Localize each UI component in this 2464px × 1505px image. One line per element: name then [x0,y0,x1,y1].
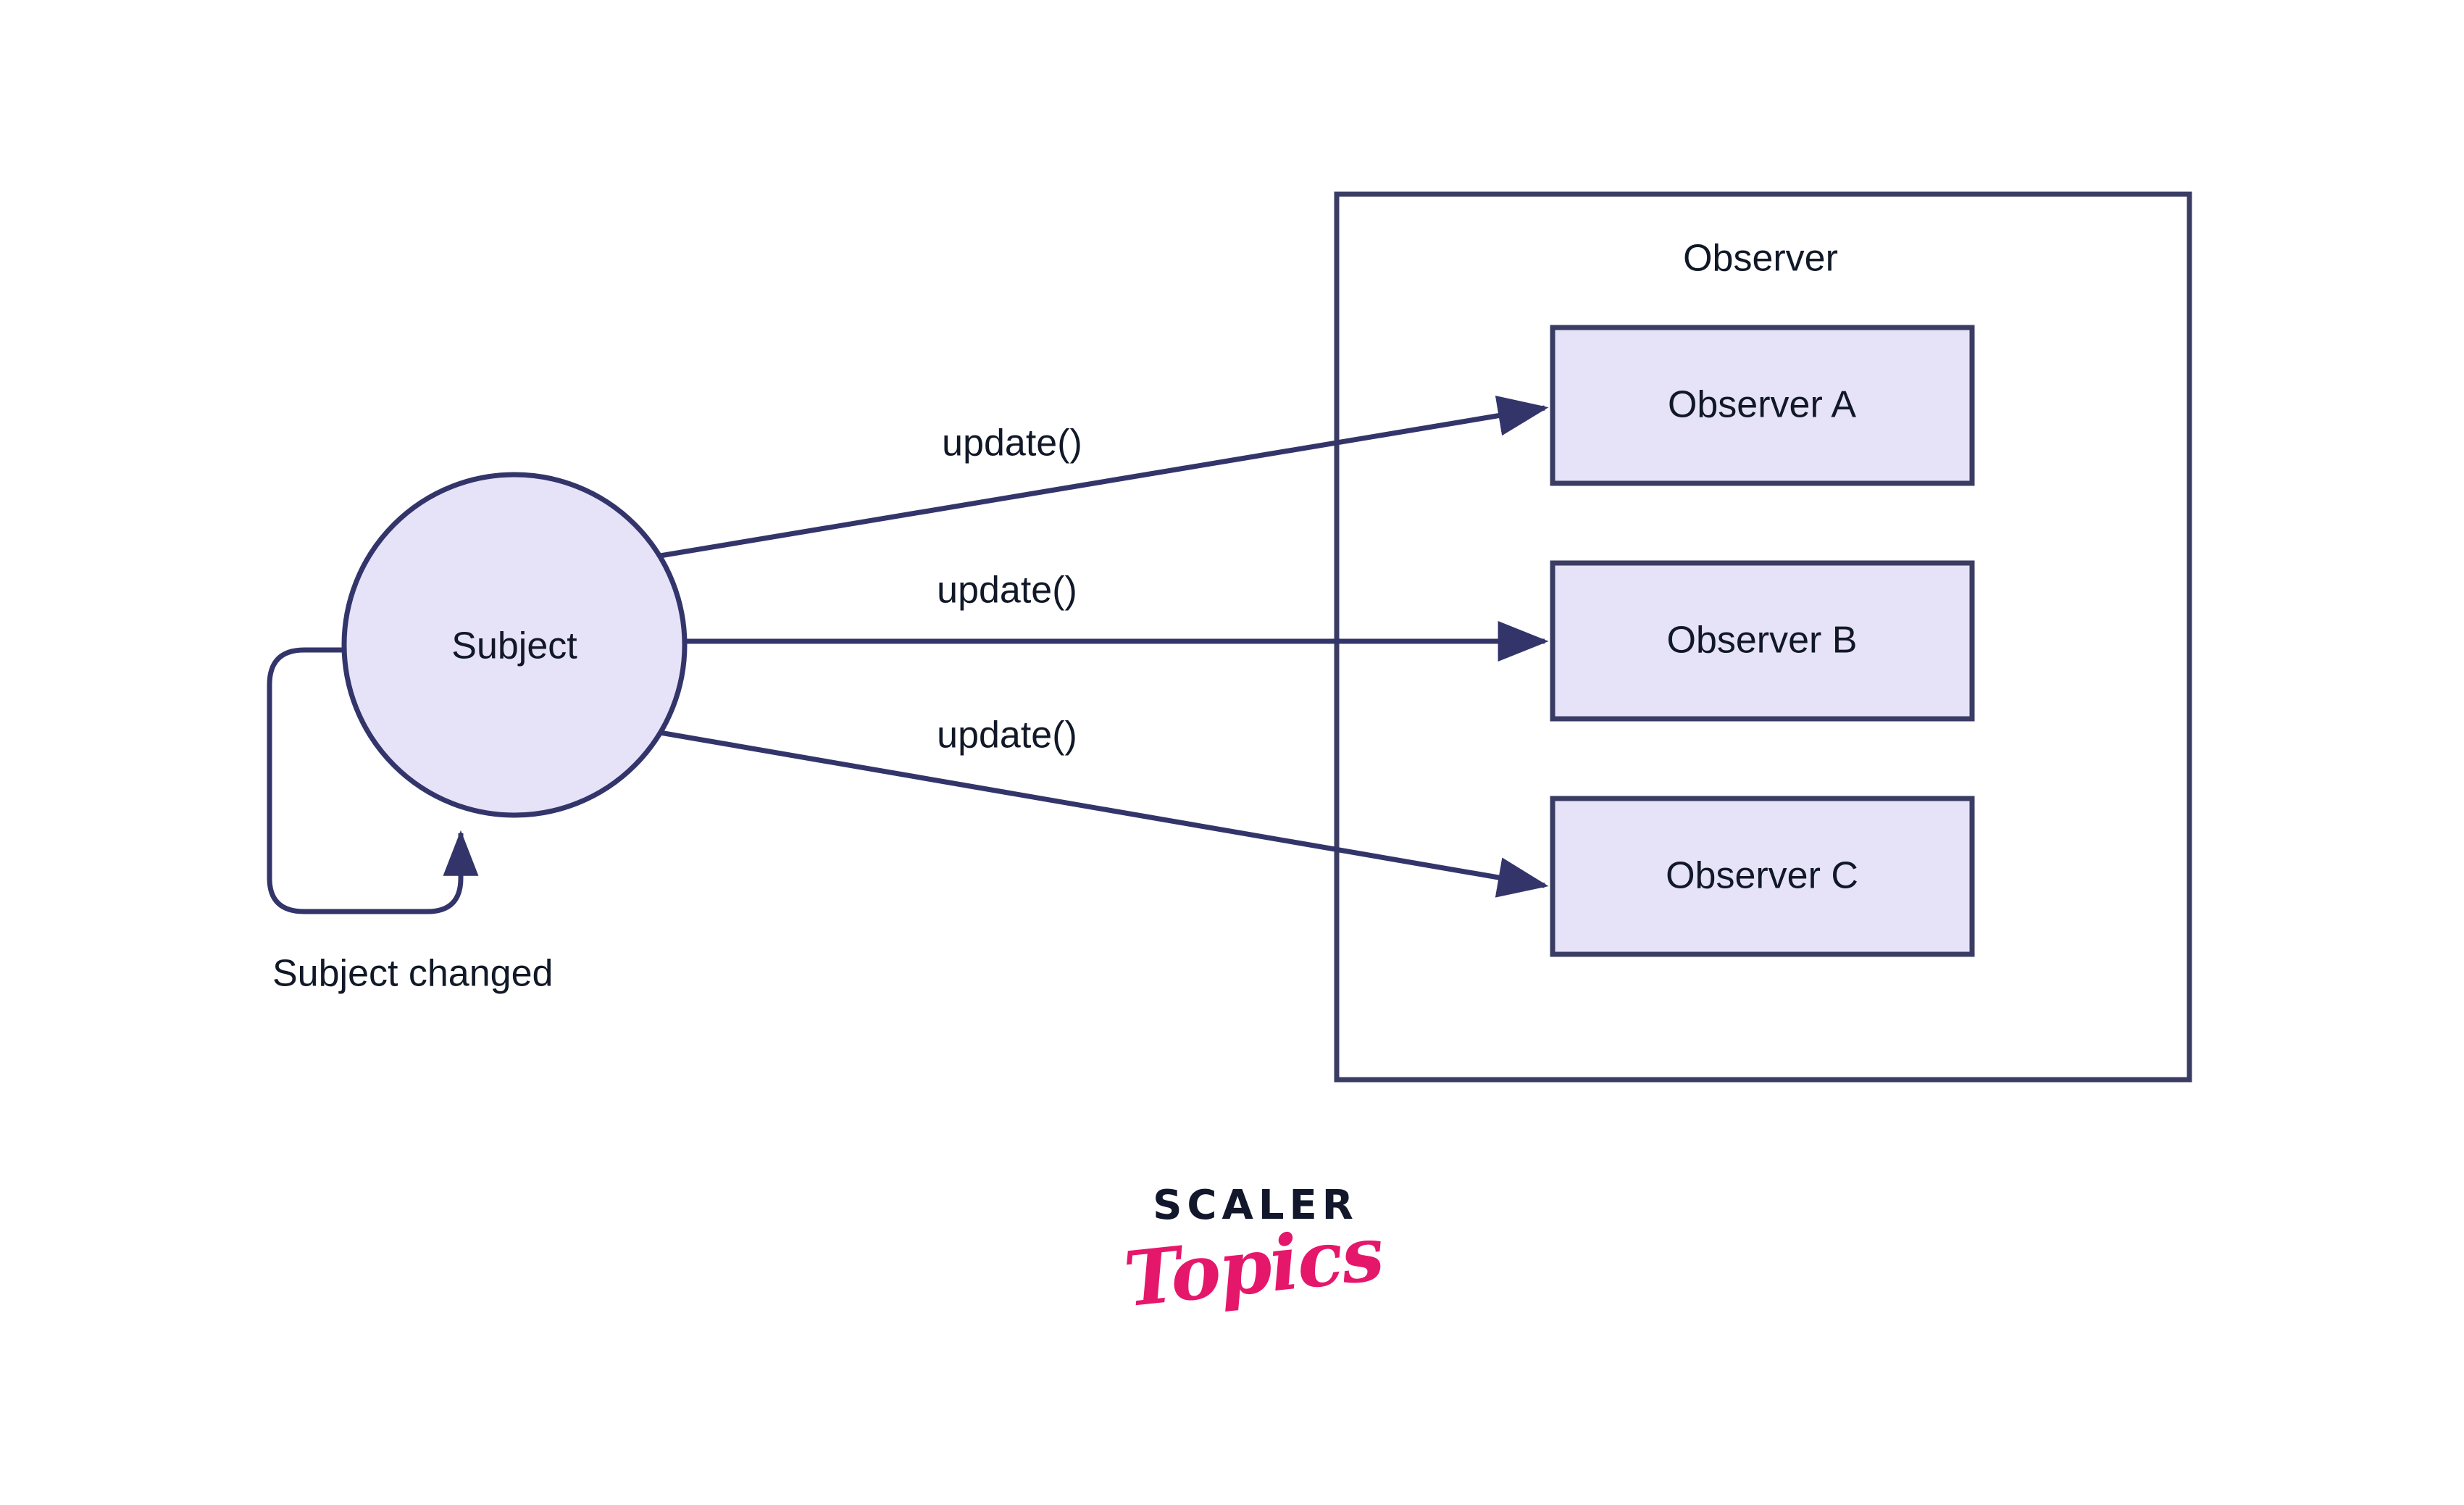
update-edges: update() update() update() [655,395,1549,898]
edge-label-observer-b: update() [937,570,1077,612]
observer-b-box[interactable] [1550,560,1975,722]
observer-a-box[interactable] [1550,325,1975,486]
observer-c-box[interactable] [1550,796,1975,957]
self-loop-label: Subject changed [272,953,553,995]
observer-node-b[interactable]: Observer B [1550,560,1975,722]
observer-node-a[interactable]: Observer A [1550,325,1975,486]
subject-circle[interactable] [341,472,688,818]
edge-line-observer-a [655,395,1549,559]
edge-label-observer-a: update() [942,422,1082,464]
scaler-topics-watermark: SCALER Topics [1101,1185,1406,1381]
scaler-wordmark: SCALER [1153,1182,1358,1229]
subject-self-loop: Subject changed [267,647,553,995]
edge-label-observer-c: update() [937,714,1077,756]
observer-node-c[interactable]: Observer C [1550,796,1975,957]
subject-node[interactable]: Subject [341,472,688,818]
observer-b-label: Observer B [1667,620,1858,662]
subject-label: Subject [451,625,577,667]
self-loop-path [267,647,479,914]
observer-c-label: Observer C [1666,855,1858,897]
observer-group-title: Observer [1683,238,1838,280]
edge-line-observer-c [655,729,1549,898]
observer-a-label: Observer A [1668,384,1856,426]
topics-wordmark: Topics [1120,1208,1387,1325]
